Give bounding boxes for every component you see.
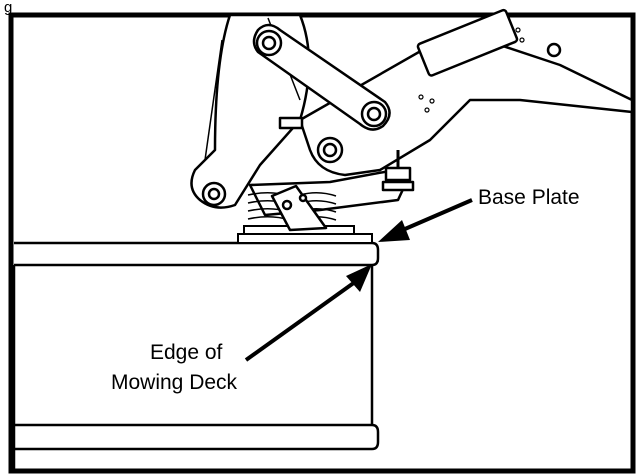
pivot-pins xyxy=(201,29,562,211)
base-plate-label: Base Plate xyxy=(478,186,580,209)
deck-edge-callout: Edge of Mowing Deck xyxy=(111,264,372,394)
figure-frame xyxy=(8,12,636,474)
deck-edge-label-line2: Mowing Deck xyxy=(111,371,238,394)
figure-number: g xyxy=(4,0,12,16)
deck-edge-label-line1: Edge of xyxy=(150,341,223,364)
lift-arm-assembly xyxy=(190,8,634,232)
base-plate-callout: Base Plate xyxy=(378,186,580,242)
mowing-deck xyxy=(12,241,380,470)
arm-holes xyxy=(418,27,525,113)
